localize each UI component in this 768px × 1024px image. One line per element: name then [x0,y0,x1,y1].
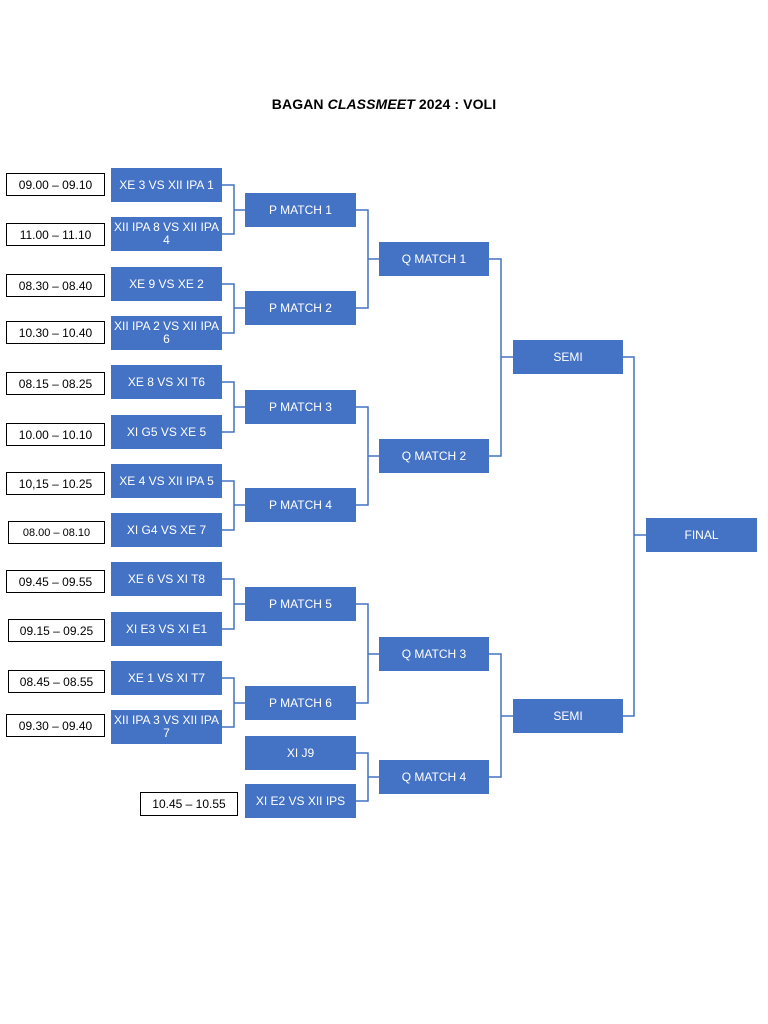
match-box-r2: P MATCH 1 [245,193,356,227]
match-box-r1: XI G4 VS XE 7 [111,513,222,547]
match-box-r1: XE 6 VS XI T8 [111,562,222,596]
connector-r1-2 [222,283,235,334]
connector-r1-5 [222,578,235,630]
connector-r2-1 [356,209,369,309]
connector-q-2 [489,653,502,778]
match-box-r1: XE 8 VS XI T6 [111,365,222,399]
match-box-r1: XII IPA 2 VS XII IPA 6 [111,316,222,350]
match-box-r1: XE 1 VS XI T7 [111,661,222,695]
connector-r2-3 [356,603,369,704]
time-label: 09.15 – 09.25 [8,619,105,642]
connector-r1-3 [222,381,235,433]
time-label: 10,15 – 10.25 [6,472,105,495]
match-box-r2: P MATCH 6 [245,686,356,720]
time-label: 08.30 – 08.40 [6,274,105,297]
match-box-r1: XE 3 VS XII IPA 1 [111,168,222,202]
time-label: 10.45 – 10.55 [140,792,238,816]
connector-r1-1 [222,184,235,235]
connector-semi [623,356,635,717]
connector-q-1 [489,258,502,457]
time-label: 10.30 – 10.40 [6,321,105,344]
match-box-r1: XE 4 VS XII IPA 5 [111,464,222,498]
connector-r1-6 [222,677,235,728]
match-box-r1: XII IPA 3 VS XII IPA 7 [111,710,222,744]
match-box-quarter: Q MATCH 2 [379,439,489,473]
match-box-r2: P MATCH 4 [245,488,356,522]
time-label: 09.00 – 09.10 [6,173,105,196]
match-box-r1: XI G5 VS XE 5 [111,415,222,449]
time-label: 08.00 – 08.10 [8,521,105,544]
time-label: 10.00 – 10.10 [6,423,105,446]
match-box-quarter: Q MATCH 1 [379,242,489,276]
connector-r2-2 [356,406,369,506]
match-box-quarter: Q MATCH 3 [379,637,489,671]
match-box-r2: P MATCH 5 [245,587,356,621]
page-title: BAGAN CLASSMEET 2024 : VOLI [271,96,497,112]
match-box-r1: XE 9 VS XE 2 [111,267,222,301]
time-label: 11.00 – 11.10 [6,223,105,246]
time-label: 09.30 – 09.40 [6,714,105,737]
match-box-r2: XI J9 [245,736,356,770]
time-label: 08.15 – 08.25 [6,372,105,395]
connector-r2-4 [356,752,369,802]
time-label: 09.45 – 09.55 [6,570,105,593]
match-box-r2: P MATCH 3 [245,390,356,424]
match-box-final: FINAL [646,518,757,552]
time-label: 08.45 – 08.55 [8,670,105,693]
match-box-semi: SEMI [513,340,623,374]
match-box-r1: XI E3 VS XI E1 [111,612,222,646]
match-box-r2: P MATCH 2 [245,291,356,325]
match-box-semi: SEMI [513,699,623,733]
match-box-r1: XII IPA 8 VS XII IPA 4 [111,217,222,251]
match-box-r2: XI E2 VS XII IPS [245,784,356,818]
connector-r1-4 [222,480,235,531]
match-box-quarter: Q MATCH 4 [379,760,489,794]
